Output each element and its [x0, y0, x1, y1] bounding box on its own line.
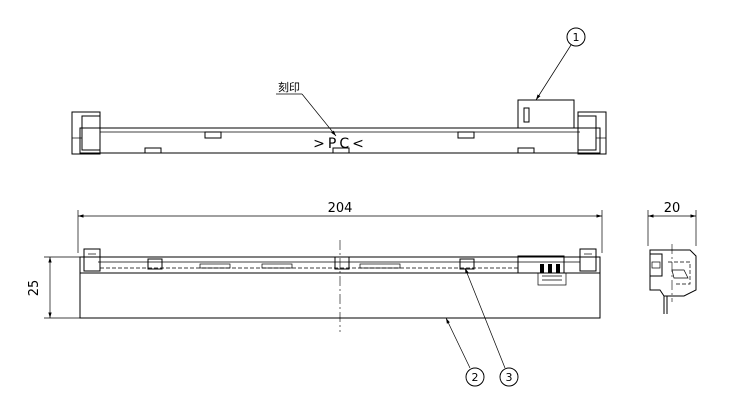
- front-view: 204 25 2: [27, 201, 603, 387]
- marking-label: 刻印: [278, 80, 300, 94]
- dimension-length: 204: [328, 201, 353, 216]
- callout-3: [499, 367, 519, 387]
- top-view: >PC< 刻印 1: [71, 27, 607, 155]
- right-latch: [577, 111, 607, 155]
- housing-block: [517, 99, 575, 129]
- callout-2: [465, 367, 485, 387]
- left-latch: [71, 111, 101, 155]
- side-view: 20: [647, 201, 697, 314]
- callout-1-label: 1: [573, 31, 580, 44]
- callout-3-label: 3: [506, 371, 513, 384]
- dimension-height: 25: [27, 280, 42, 297]
- callout-2-label: 2: [472, 371, 479, 384]
- callout-1: [566, 27, 586, 47]
- dimension-width: 20: [664, 201, 681, 216]
- pc-marking-text: >PC<: [313, 136, 367, 152]
